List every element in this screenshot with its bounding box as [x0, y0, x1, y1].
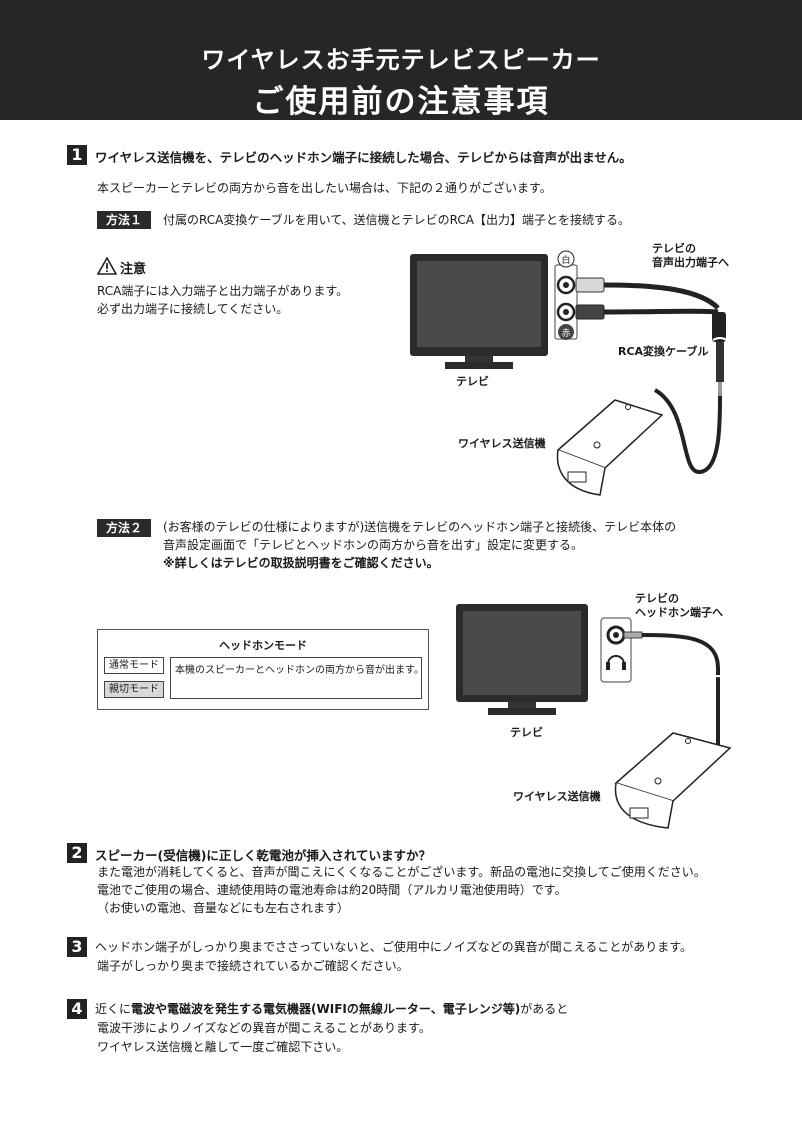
method-2-line-1: (お客様のテレビの仕様によりますが)送信機をテレビのヘッドホン端子と接続後、テレ…: [163, 520, 677, 534]
caution-line-1: RCA端子には入力端子と出力端子があります。: [97, 284, 349, 298]
method-2-line-2: 音声設定画面で「テレビとヘッドホンの両方から音を出す」設定に変更する。: [163, 538, 584, 552]
method-1-badge: 方法１: [97, 211, 151, 229]
section-2-line-3: （お使いの電池、音量などにも左右されます）: [97, 901, 350, 915]
transmitter-label-2: ワイヤレス送信機: [513, 790, 601, 803]
section-2-number: 2: [67, 843, 87, 863]
tv-label-2: テレビ: [510, 726, 543, 739]
section-3-line-2: 端子がしっかり奥まで接続されているかご確認ください。: [97, 959, 409, 973]
red-marker-icon: [558, 324, 574, 340]
tv-illustration-2: [456, 604, 588, 715]
rca-cable-label: RCA変換ケーブル: [618, 345, 709, 358]
header-title: ワイヤレスお手元テレビスピーカー: [201, 46, 601, 74]
off-mode-option[interactable]: 親切モード: [104, 681, 164, 698]
tv-audio-out-label-1: テレビの: [652, 242, 696, 255]
section-4-line-1-bold: 電波や電磁波を発生する電気機器(WIFIの無線ルーター、電子レンジ等): [131, 1002, 521, 1016]
method-2-line-3: ※詳しくはテレビの取扱説明書をご確認ください。: [163, 556, 439, 570]
transmitter-illustration-1: [556, 399, 664, 496]
section-3-number: 3: [67, 937, 87, 957]
transmitter-label-1: ワイヤレス送信機: [458, 437, 546, 450]
normal-mode-option[interactable]: 通常モード: [104, 657, 164, 674]
headphone-icon: [607, 655, 625, 665]
white-marker-icon: [557, 250, 575, 268]
warning-icon: [97, 257, 117, 275]
headphone-mode-description: 本機のスピーカーとヘッドホンの両方から音が出ます。: [170, 657, 424, 699]
section-1-number: 1: [67, 145, 87, 165]
section-1-heading: ワイヤレス送信機を、テレビのヘッドホン端子に接続した場合、テレビからは音声が出ま…: [95, 150, 632, 165]
tv-audio-out-label-2: 音声出力端子へ: [652, 256, 729, 269]
section-3-line-1: ヘッドホン端子がしっかり奥までささっていないと、ご使用中にノイズなどの異音が聞こ…: [95, 940, 693, 954]
caution-title: 注意: [120, 262, 147, 277]
section-1-intro: 本スピーカーとテレビの両方から音を出したい場合は、下記の２通りがございます。: [97, 181, 552, 195]
page-header: ワイヤレスお手元テレビスピーカー ご使用前の注意事項: [0, 0, 802, 120]
headphone-connection-diagram: [456, 604, 732, 829]
section-2-heading: スピーカー(受信機)に正しく乾電池が挿入されていますか？: [95, 848, 432, 863]
section-4-number: 4: [67, 999, 87, 1019]
section-4-line-1-pre: 近くに: [95, 1002, 132, 1016]
headphone-jack-panel: [600, 617, 632, 683]
header-subtitle: ご使用前の注意事項: [252, 84, 550, 120]
tv-label-1: テレビ: [456, 375, 489, 388]
section-2-line-1: また電池が消耗してくると、音声が聞こえにくくなることがございます。新品の電池に交…: [97, 865, 706, 879]
headphone-mode-title: ヘッドホンモード: [219, 639, 307, 652]
tv-headphone-label-1: テレビの: [635, 592, 679, 605]
method-1-text: 付属のRCA変換ケーブルを用いて、送信機とテレビのRCA【出力】端子とを接続する…: [163, 213, 630, 227]
red-marker-label: 赤: [561, 329, 571, 339]
section-4-line-1-post: があると: [520, 1002, 569, 1016]
method-2-badge: 方法２: [97, 519, 151, 537]
section-4-line-2: 電波干渉によりノイズなどの異音が聞こえることがあります。: [97, 1021, 431, 1035]
transmitter-illustration-2: [614, 732, 732, 829]
tv-illustration-1: [410, 254, 548, 369]
white-marker-label: 白: [561, 256, 571, 266]
headphone-mode-panel: ヘッドホンモード 通常モード 親切モード 本機のスピーカーとヘッドホンの両方から…: [97, 629, 429, 710]
tv-headphone-label-2: ヘッドホン端子へ: [635, 606, 723, 619]
section-4-line-3: ワイヤレス送信機と離して一度ご確認下さい。: [97, 1040, 349, 1054]
section-2-line-2: 電池でご使用の場合、連続使用時の電池寿命は約20時間（アルカリ電池使用時）です。: [97, 883, 567, 897]
rca-connection-diagram: [410, 250, 728, 496]
section-4-line-1: 近くに電波や電磁波を発生する電気機器(WIFIの無線ルーター、電子レンジ等)があ…: [95, 999, 568, 1019]
caution-line-2: 必ず出力端子に接続してください。: [97, 302, 289, 316]
